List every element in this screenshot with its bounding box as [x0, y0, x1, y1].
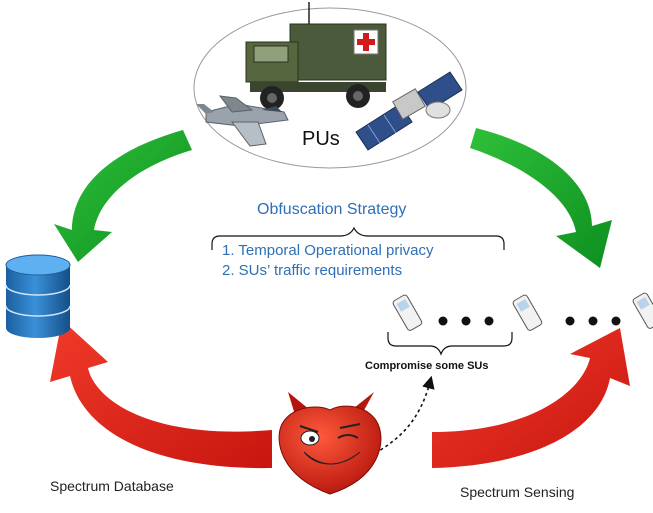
compromise-brace — [387, 332, 513, 356]
spectrum-sensing-label: Spectrum Sensing — [460, 484, 575, 500]
satellite-icon — [355, 71, 463, 151]
strategy-item: 1. Temporal Operational privacy — [222, 242, 434, 259]
obfuscation-strategy-title: Obfuscation Strategy — [257, 201, 407, 218]
attack-arrow — [369, 375, 435, 457]
red-arrow-right — [432, 328, 630, 468]
spectrum-database-label: Spectrum Database — [50, 478, 174, 494]
military-ambulance-icon — [245, 2, 387, 110]
red-arrow-left — [50, 320, 272, 469]
fighter-jet-icon — [196, 95, 289, 147]
ellipsis-dots — [438, 316, 621, 326]
strategy-brace — [211, 226, 505, 250]
devil-attacker-icon — [278, 392, 382, 495]
pus-label: PUs — [302, 128, 340, 150]
strategy-item: 2. SUs’ traffic requirements — [222, 262, 403, 279]
database-icon — [5, 254, 71, 338]
compromise-label: Compromise some SUs — [365, 360, 489, 372]
green-arrow-right — [470, 128, 612, 268]
mobile-device-icon — [392, 292, 653, 331]
green-arrow-left — [54, 130, 192, 262]
